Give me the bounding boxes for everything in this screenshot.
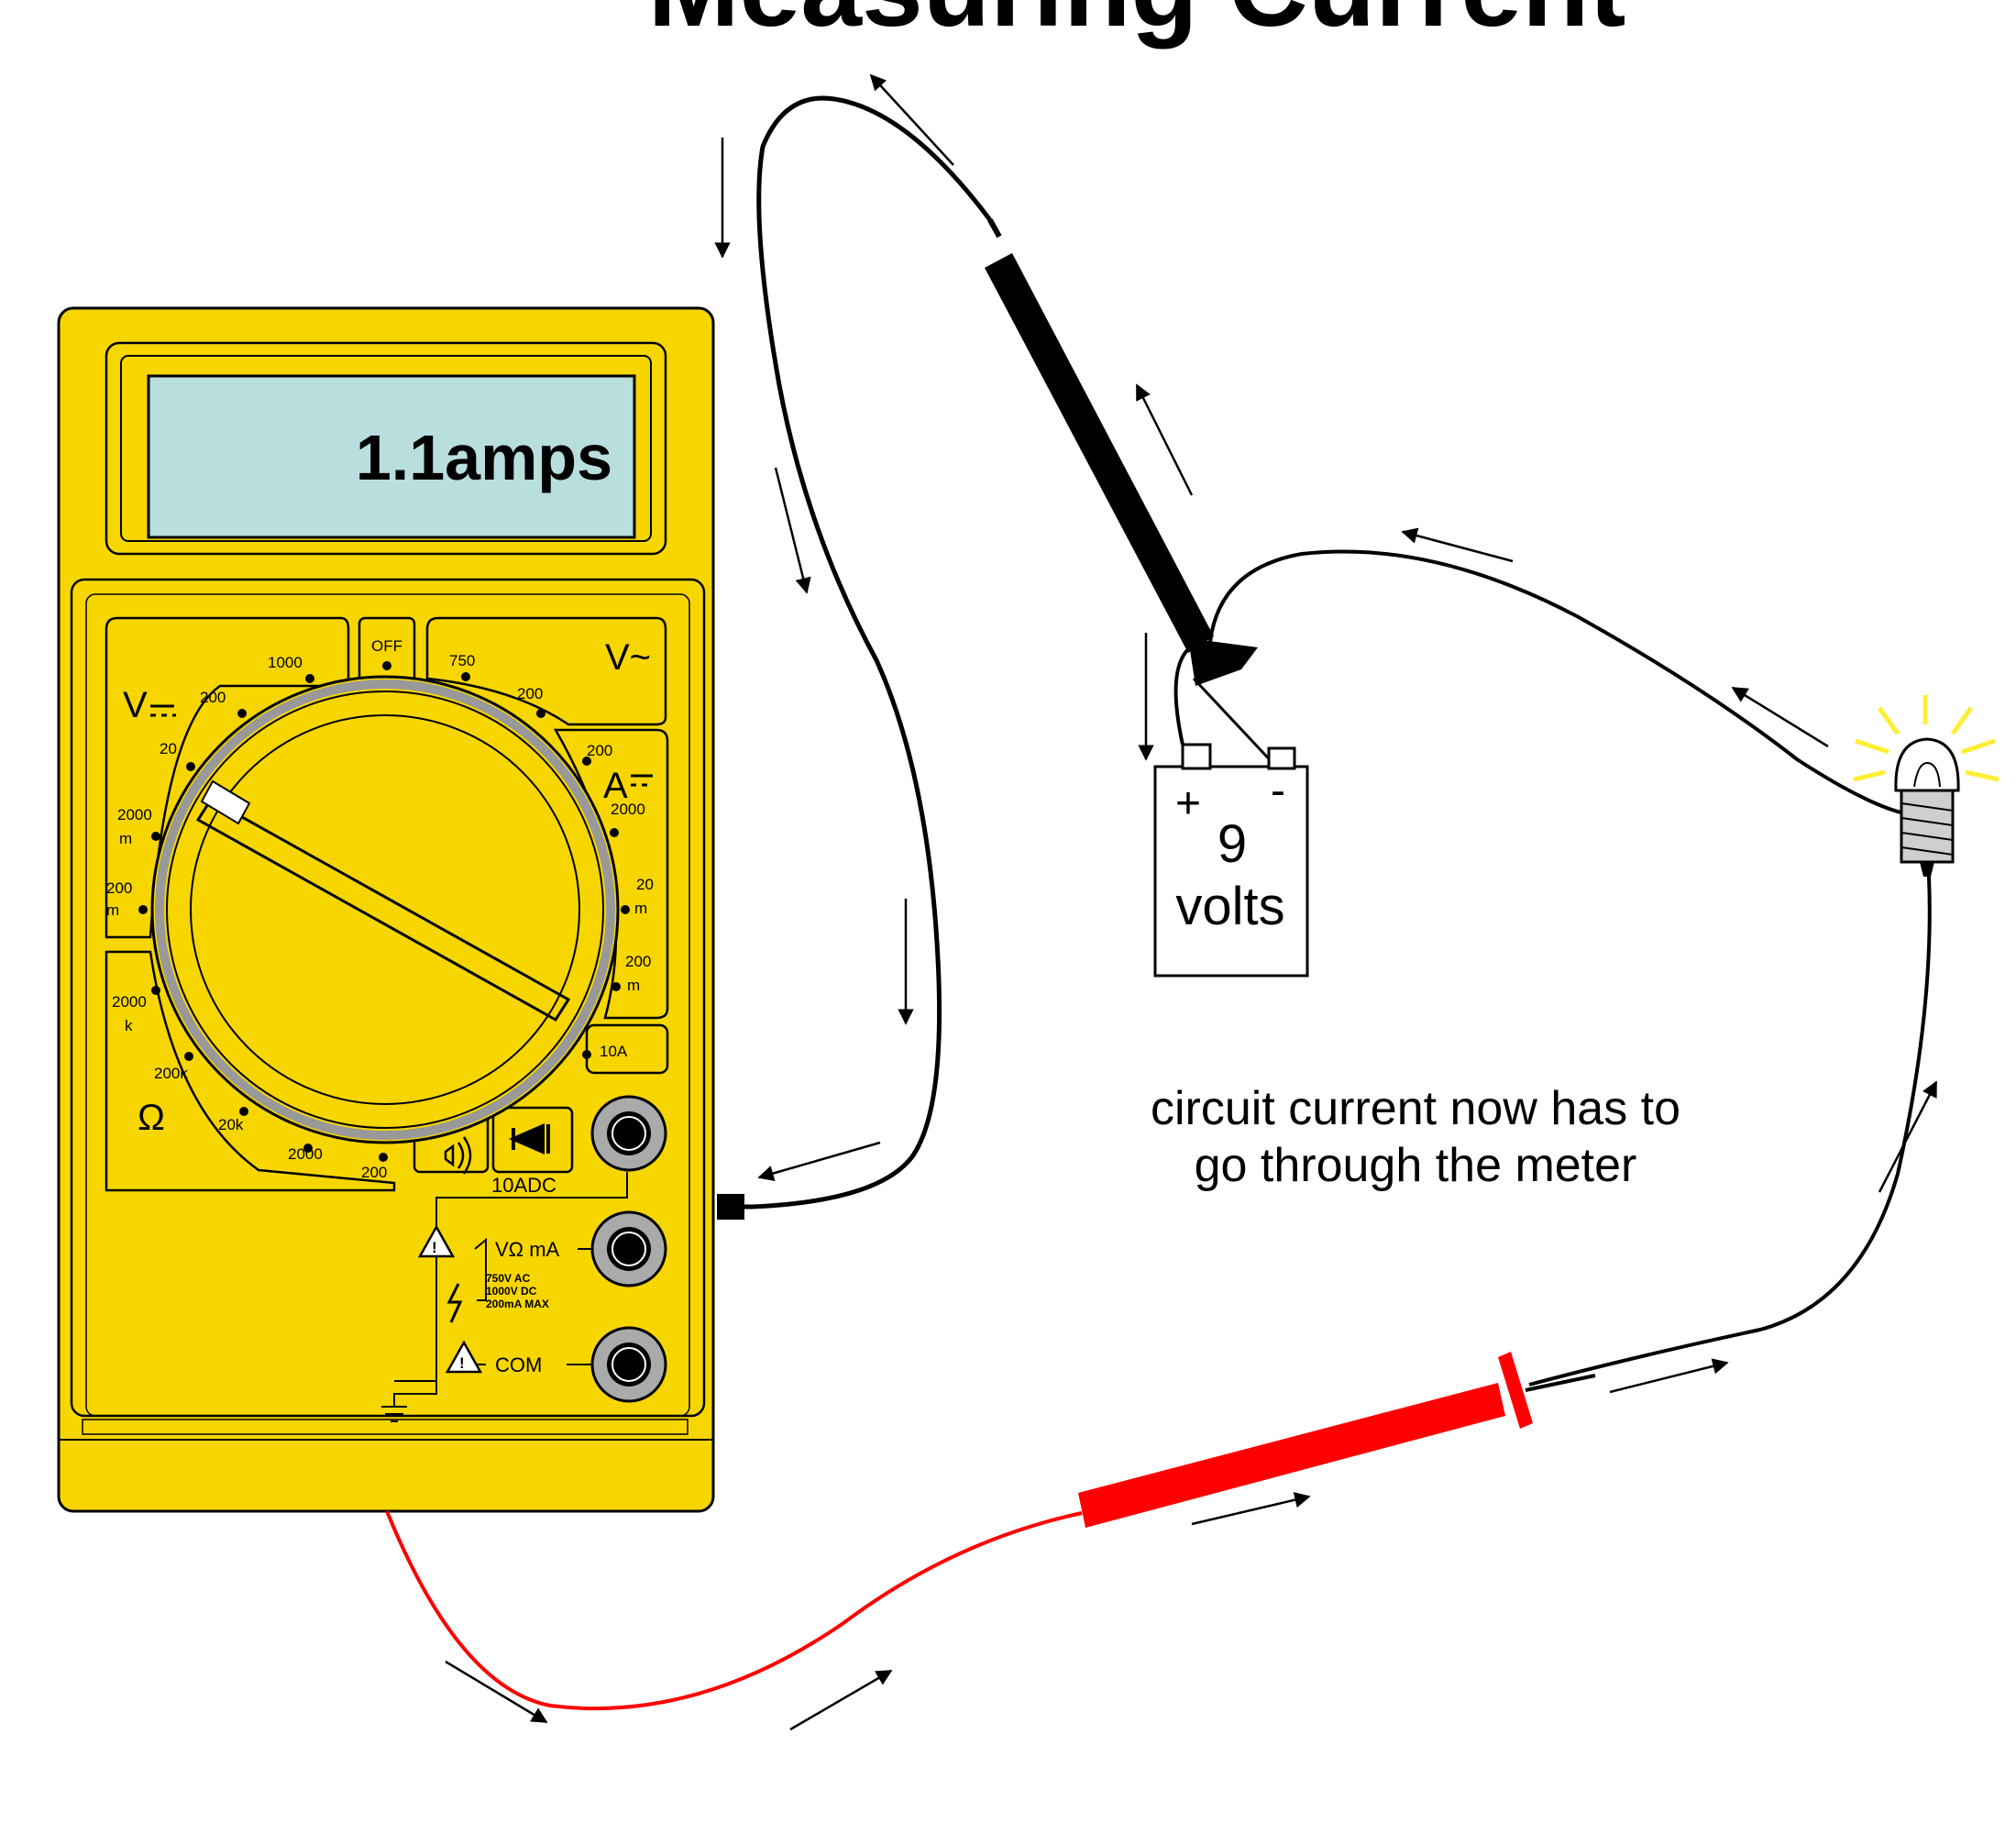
range-2000k: 2000: [112, 993, 147, 1011]
lcd-screen: [147, 374, 636, 539]
battery-voltage-value: 9: [1217, 814, 1247, 874]
lcd-reading: 1.1amps: [356, 422, 612, 493]
v-ac-label: V~: [605, 637, 651, 678]
range-2000k-unit: k: [125, 1017, 133, 1034]
range-200vac: 200: [517, 685, 543, 702]
battery-minus-sign: -: [1271, 767, 1285, 815]
warning-icon: [417, 1224, 456, 1258]
buzzer-icon: [444, 1136, 472, 1175]
battery-positive-wire: [1173, 642, 1197, 746]
black-test-lead: [717, 95, 1278, 1220]
battery-to-bulb-wire: [1208, 549, 1910, 816]
page-title: Measuring Current: [648, 0, 1626, 50]
a-dc-label: A: [603, 766, 628, 806]
battery-positive-terminal: [1181, 743, 1212, 770]
bulb-to-probe-wire: [1528, 876, 1932, 1387]
warning-icon-2: [445, 1340, 483, 1374]
label-v-ohm-ma: VΩ mA: [495, 1238, 560, 1261]
range-200v: 200: [200, 689, 226, 706]
rating-line-3: 200mA MAX: [486, 1298, 549, 1310]
diode-icon: [509, 1122, 550, 1155]
range-200ua: 200: [587, 742, 612, 759]
range-200ma-unit: m: [627, 977, 640, 994]
range-10a: 10A: [600, 1043, 628, 1060]
label-com: COM: [495, 1353, 542, 1376]
high-voltage-icon: [446, 1283, 463, 1323]
bulb-glow: [1853, 695, 1999, 782]
ohm-label: Ω: [138, 1098, 165, 1138]
off-label: OFF: [371, 637, 402, 655]
light-bulb: [1853, 695, 1999, 877]
jack-10adc[interactable]: [590, 1095, 667, 1172]
rating-line-1: 750V AC: [486, 1272, 531, 1285]
range-20ma: 20: [636, 876, 654, 893]
svg-text:!: !: [459, 1354, 465, 1372]
range-20ma-unit: m: [634, 900, 647, 917]
label-10adc: 10ADC: [491, 1174, 556, 1197]
current-flow-arrows: [445, 73, 1938, 1731]
range-2000mv: 2000: [117, 806, 152, 823]
battery-negative-terminal: [1267, 746, 1296, 770]
range-1000: 1000: [268, 654, 303, 671]
caption-line-2: go through the meter: [1195, 1139, 1637, 1192]
range-20k: 20k: [218, 1116, 244, 1133]
range-2000mv-unit: m: [119, 830, 132, 847]
range-20v: 20: [160, 740, 177, 757]
range-750: 750: [449, 652, 475, 669]
range-200k: 200k: [154, 1065, 188, 1082]
diode-range-box: [491, 1106, 574, 1174]
battery-voltage-unit: volts: [1175, 877, 1284, 936]
v-dc-label: V: [123, 685, 148, 725]
range-200ohm: 200: [361, 1164, 387, 1181]
jack-com[interactable]: [590, 1326, 667, 1403]
battery: + - 9 volts: [1153, 743, 1309, 978]
range-200mv: 200: [106, 879, 132, 897]
dial-pointer: [195, 797, 571, 1022]
rotary-dial[interactable]: [150, 675, 620, 1144]
battery-plus-sign: +: [1175, 779, 1201, 828]
caption-line-1: circuit current now has to: [1151, 1082, 1680, 1135]
range-2000ua: 2000: [611, 801, 645, 818]
range-200ma: 200: [625, 953, 651, 970]
range-2000ohm: 2000: [288, 1145, 323, 1163]
multimeter: 1.1amps OFF V V~ A Ω 1000 200 20 2000 m …: [57, 306, 715, 1513]
red-test-lead: [385, 1352, 1596, 1711]
rating-line-2: 1000V DC: [486, 1285, 537, 1298]
svg-text:!: !: [432, 1239, 437, 1256]
range-200mv-unit: m: [106, 901, 119, 919]
jack-v-ohm-ma[interactable]: [590, 1210, 667, 1287]
